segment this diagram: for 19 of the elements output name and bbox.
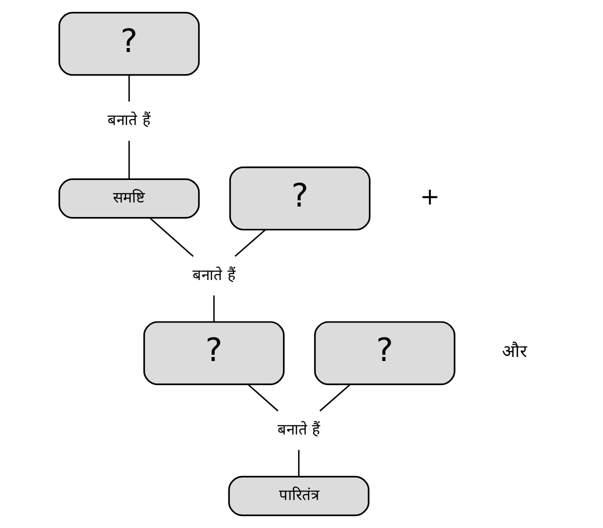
connector xyxy=(128,75,130,102)
connector xyxy=(128,140,130,180)
connector xyxy=(150,218,194,257)
connector xyxy=(234,229,266,257)
connector xyxy=(298,450,300,476)
node-box: समष्टि xyxy=(58,178,200,219)
connector xyxy=(319,384,351,412)
node-box: पारितंत्र xyxy=(228,476,370,516)
connector xyxy=(248,384,278,412)
node-text: बनाते हैं xyxy=(192,266,236,284)
node-text: बनाते हैं xyxy=(108,111,150,130)
label: + xyxy=(420,182,440,210)
node-text: बनाते हैं xyxy=(277,420,320,438)
label: और xyxy=(502,342,528,362)
node-box: ? xyxy=(58,12,200,76)
node-box: ? xyxy=(229,166,370,230)
connector xyxy=(213,295,215,322)
node-box: ? xyxy=(143,321,285,386)
node-box: ? xyxy=(314,321,456,386)
